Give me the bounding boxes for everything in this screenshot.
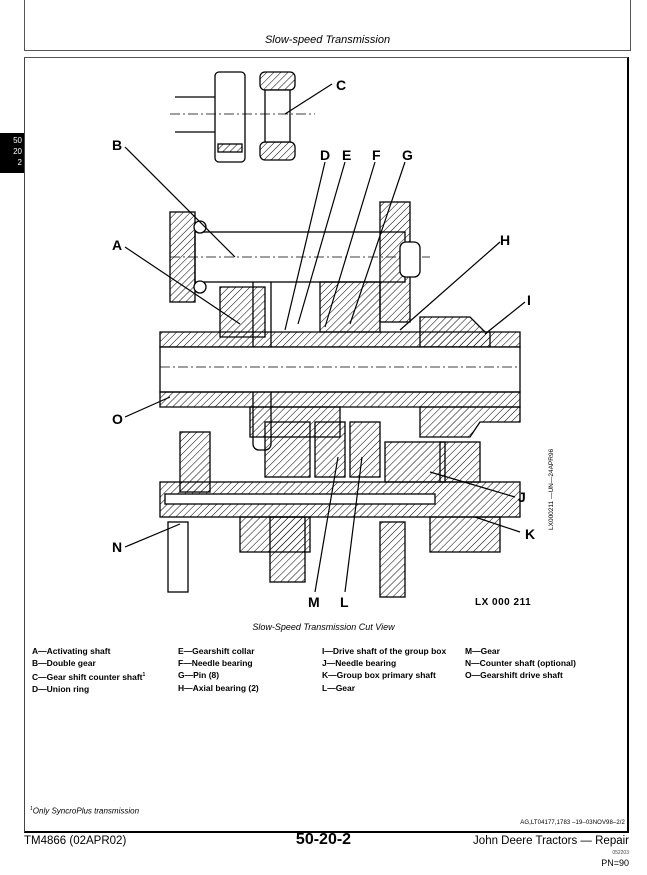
figure-side-code: LX000211 —UN—24APR96 (548, 448, 555, 530)
pn-number: PN=90 (601, 858, 629, 868)
gear-detail (214, 71, 246, 163)
callout-k: K (525, 526, 535, 542)
book-title: John Deere Tractors — Repair (473, 835, 629, 847)
section-tab: 50 20 2 (0, 133, 24, 173)
page-section-title: Slow-speed Transmission (264, 34, 391, 46)
callout-d: D (320, 147, 330, 163)
legend-item: C—Gear shift counter shaft1 (32, 669, 145, 683)
legend-item: D—Union ring (32, 684, 90, 695)
legend-column-1: A—Activating shaft B—Double gear C—Gear … (32, 645, 145, 696)
legend-column-3: I—Drive shaft of the group box J—Needle … (322, 645, 446, 694)
document-id: TM4866 (02APR02) (24, 835, 127, 847)
legend-item-text: C—Gear shift counter shaft (32, 672, 143, 683)
callout-l: L (340, 594, 349, 610)
legend-item: A—Activating shaft (32, 646, 111, 656)
reference-code: AG,LT04177,1783 –19–03NOV98–2/2 (520, 820, 625, 826)
legend-item: H—Axial bearing (2) (178, 682, 259, 693)
figure-id: LX 000 211 (475, 597, 532, 608)
figure-caption: Slow-Speed Transmission Cut View (252, 622, 395, 632)
footnote-text: Only SyncroPlus transmission (32, 806, 140, 816)
callout-o: O (112, 411, 123, 427)
callout-c: C (336, 77, 346, 93)
callout-a: A (112, 237, 122, 253)
callout-b: B (112, 137, 122, 153)
legend-item: O—Gearshift drive shaft (465, 670, 563, 681)
callout-g: G (402, 147, 413, 163)
callout-i: I (527, 292, 531, 308)
legend-item: B—Double gear (32, 658, 96, 669)
section-tab-line: 20 (13, 147, 22, 156)
header-frame: Slow-speed Transmission (24, 0, 631, 51)
legend-item: G—Pin (8) (178, 670, 220, 681)
callout-n: N (112, 539, 122, 555)
legend-column-4: M—Gear N—Counter shaft (optional) O—Gear… (465, 645, 576, 682)
footnote: 1Only SyncroPlus transmission (30, 806, 139, 816)
transmission-cut-view-drawing: C B D E F G A H I O J K N M L (112, 71, 535, 610)
legend-item: M—Gear (465, 646, 500, 656)
callout-m: M (308, 594, 320, 610)
legend-item: I—Drive shaft of the group box (322, 646, 447, 656)
print-code: 052203 (612, 850, 629, 856)
shaft-detail (175, 86, 221, 143)
legend-item: L—Gear (322, 682, 356, 693)
callout-j: J (518, 489, 526, 505)
section-tab-line: 50 (13, 136, 22, 145)
content-frame (24, 57, 629, 833)
footnote-marker: 1 (142, 672, 146, 679)
legend-item: F—Needle bearing (178, 658, 253, 669)
drive-shaft-group-box (159, 346, 521, 393)
legend-item: K—Group box primary shaft (322, 670, 436, 681)
callout-f: F (372, 147, 381, 163)
page-number: 50-20-2 (295, 831, 352, 848)
legend-item: N—Counter shaft (optional) (465, 658, 576, 669)
legend-column-2: E—Gearshift collar F—Needle bearing G—Pi… (178, 645, 259, 694)
callout-h: H (500, 232, 510, 248)
legend-item: E—Gearshift collar (178, 646, 255, 656)
callout-e: E (342, 147, 351, 163)
footnote-marker: 1 (30, 806, 33, 812)
section-tab-line: 2 (17, 158, 22, 167)
legend-item: J—Needle bearing (322, 658, 397, 669)
